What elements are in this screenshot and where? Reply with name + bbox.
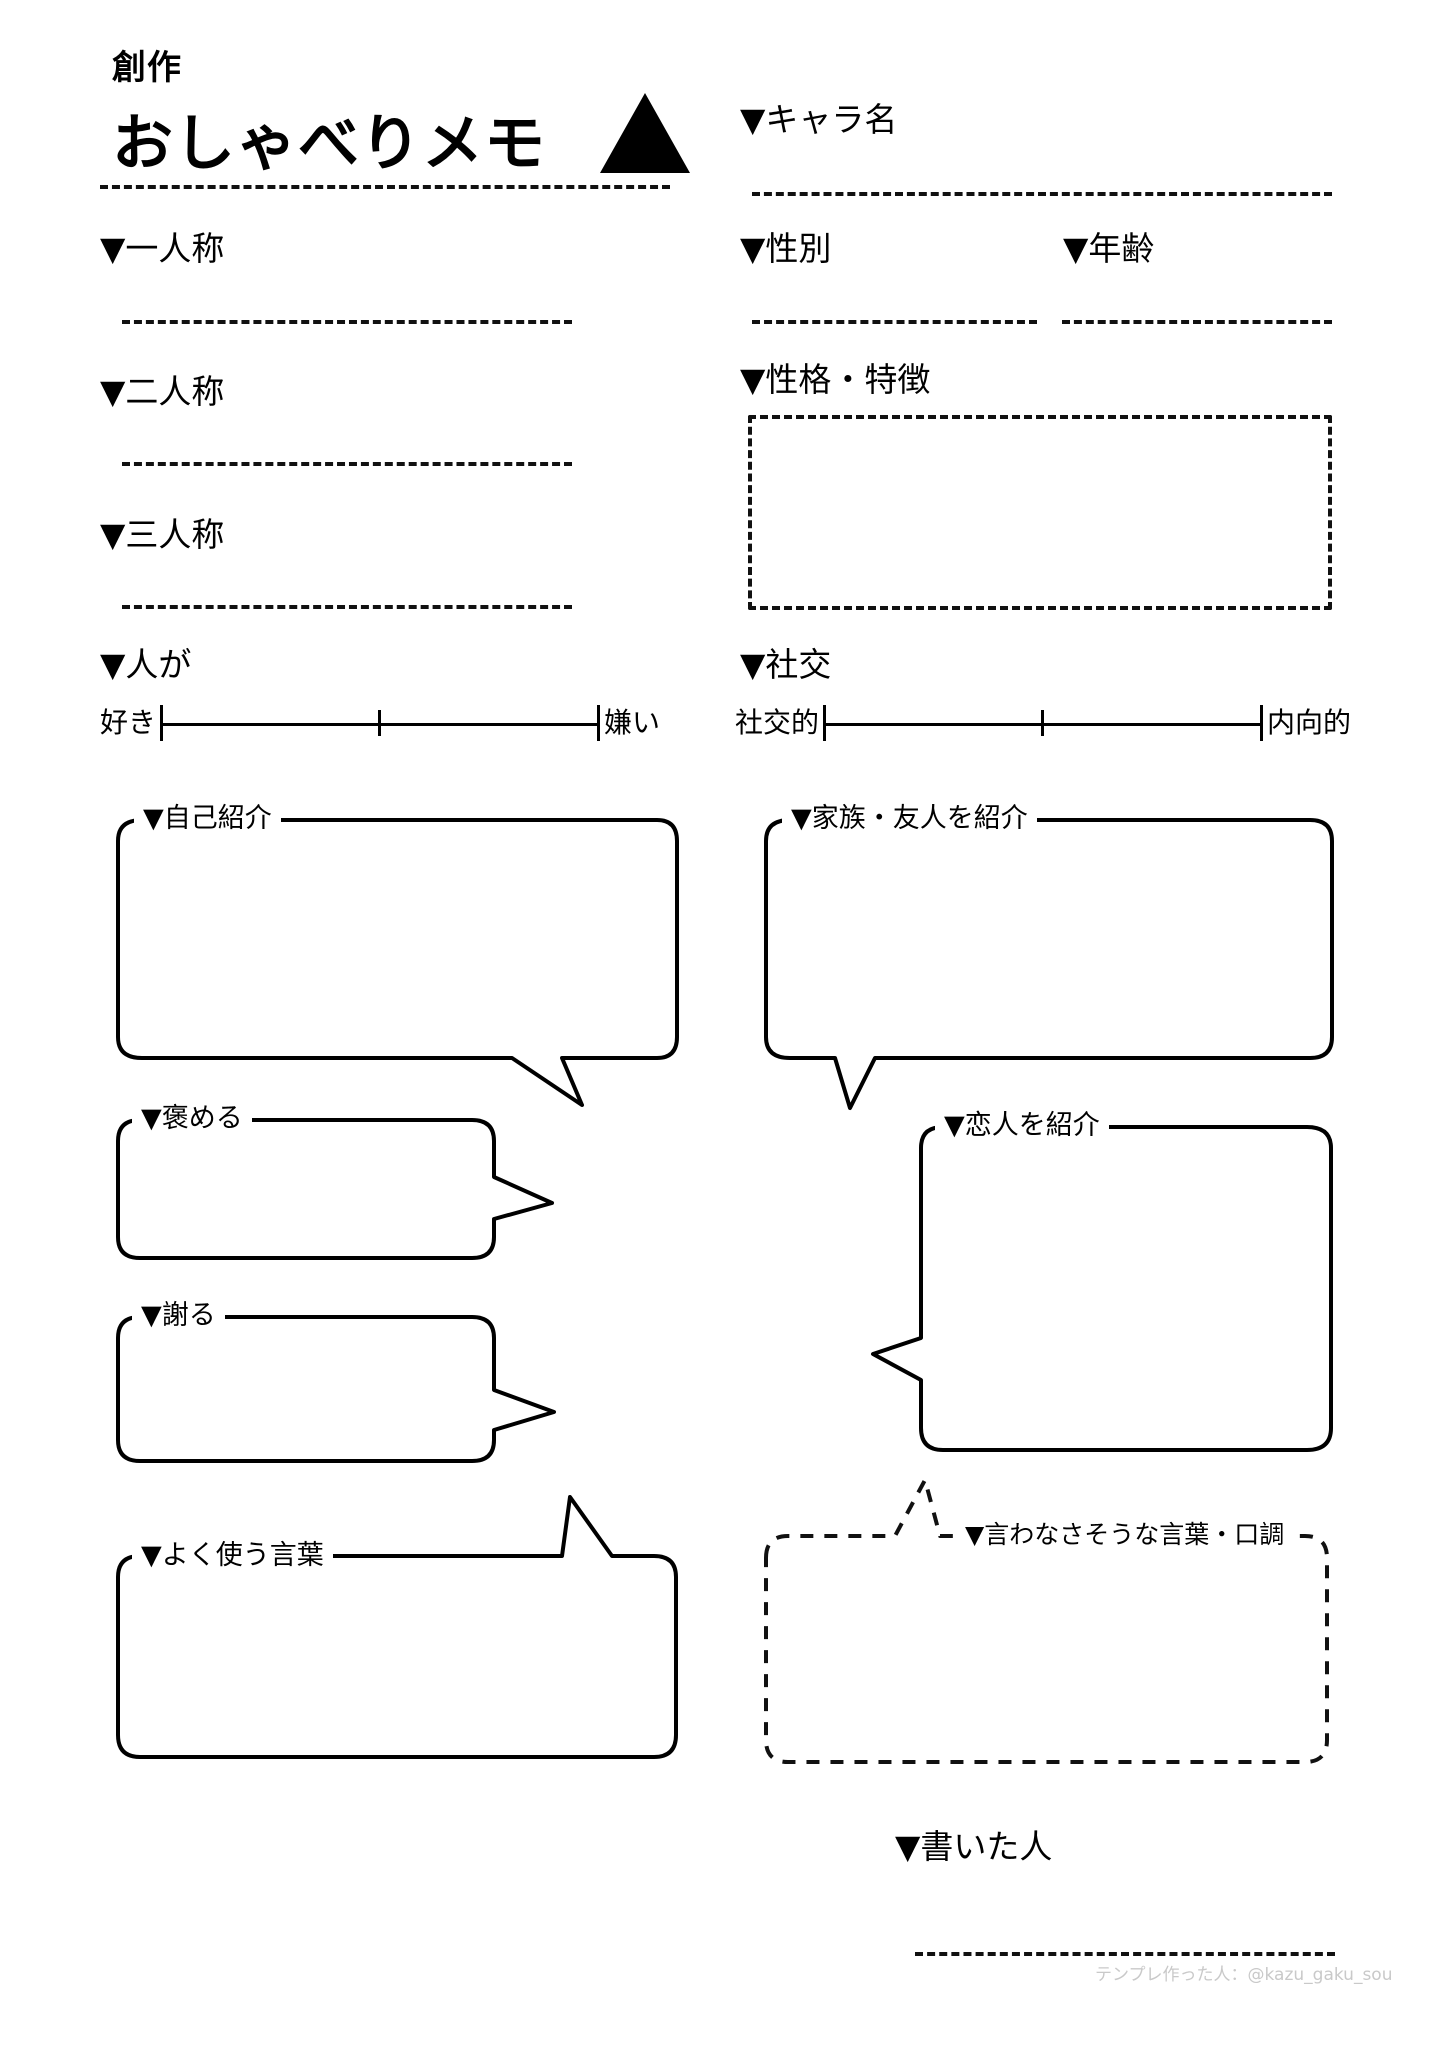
title-small: 創作	[112, 48, 182, 88]
scale-social[interactable]: 社交的 内向的	[735, 705, 1351, 741]
template-credit: テンプレ作った人：@kazu_gaku_sou	[1095, 1965, 1393, 1985]
field-label-personality: ▼性格・特徴	[740, 360, 931, 399]
bubble-label-praise: ▼褒める	[132, 1105, 252, 1132]
field-line-second-person[interactable]	[122, 462, 572, 466]
scale-tick-middle	[378, 710, 382, 736]
scale-tick-start	[823, 705, 827, 741]
bubble-label-common-words: ▼よく使う言葉	[132, 1542, 333, 1569]
field-label-age: ▼年齢	[1063, 229, 1155, 268]
bubble-label-self-introduction: ▼自己紹介	[134, 805, 281, 832]
field-label-second-person: ▼二人称	[100, 372, 225, 411]
scale-track-people[interactable]	[160, 705, 601, 741]
field-line-first-person[interactable]	[122, 320, 572, 324]
field-label-character-name: ▼キャラ名	[740, 100, 898, 139]
field-label-gender: ▼性別	[740, 229, 832, 268]
field-line-author[interactable]	[915, 1952, 1335, 1956]
bubble-self-introduction[interactable]: ▼自己紹介	[92, 805, 687, 1107]
field-line-age[interactable]	[1062, 320, 1332, 324]
bubble-unlikely-words[interactable]: ▼言わなさそうな言葉・口調	[740, 1470, 1340, 1790]
bubble-partner[interactable]: ▼恋人を紹介	[871, 1112, 1345, 1482]
scale-heading-people: ▼人が	[100, 645, 192, 684]
bubble-common-words[interactable]: ▼よく使う言葉	[92, 1495, 692, 1785]
bubble-label-apologize: ▼謝る	[132, 1302, 225, 1329]
bubble-praise[interactable]: ▼褒める	[92, 1105, 562, 1275]
scale-label-sociable: 社交的	[735, 706, 820, 739]
personality-input-box[interactable]	[748, 415, 1332, 610]
field-label-first-person: ▼一人称	[100, 229, 225, 268]
field-label-author: ▼書いた人	[895, 1827, 1053, 1866]
scale-heading-social: ▼社交	[740, 645, 832, 684]
bubble-label-family-friends: ▼家族・友人を紹介	[782, 805, 1037, 832]
bubble-apologize[interactable]: ▼謝る	[92, 1302, 562, 1477]
field-line-third-person[interactable]	[122, 605, 572, 609]
scale-track-social[interactable]	[823, 705, 1264, 741]
scale-people[interactable]: 好き 嫌い	[100, 705, 660, 741]
scale-tick-middle	[1041, 710, 1045, 736]
title-underline	[100, 185, 670, 189]
scale-tick-end	[597, 705, 601, 741]
page-title: 創作 おしゃべりメモ	[112, 40, 546, 182]
scale-label-like: 好き	[100, 706, 157, 739]
bubble-family-friends[interactable]: ▼家族・友人を紹介	[740, 805, 1340, 1110]
field-line-gender[interactable]	[752, 320, 1037, 324]
scale-label-dislike: 嫌い	[604, 706, 661, 739]
scale-label-introverted: 内向的	[1267, 706, 1352, 739]
field-label-third-person: ▼三人称	[100, 515, 225, 554]
field-line-character-name[interactable]	[752, 192, 1332, 196]
bubble-label-unlikely-words: ▼言わなさそうな言葉・口調	[956, 1522, 1294, 1547]
bubble-label-partner: ▼恋人を紹介	[935, 1112, 1109, 1139]
scale-tick-start	[160, 705, 164, 741]
title-main: おしゃべりメモ	[112, 108, 547, 179]
scale-tick-end	[1260, 705, 1264, 741]
triangle-up-icon	[600, 93, 690, 173]
